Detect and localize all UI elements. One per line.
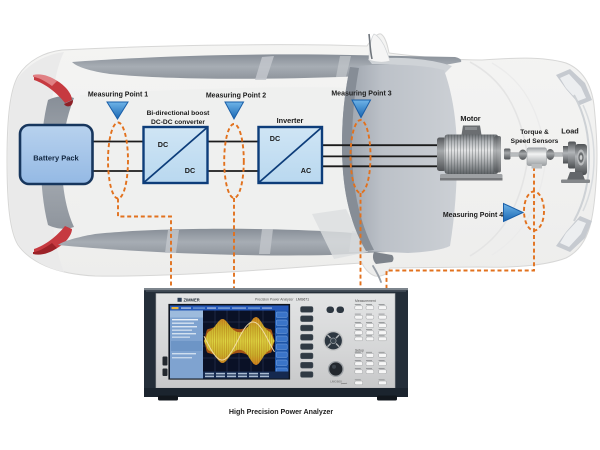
svg-text:Battery Pack: Battery Pack	[33, 154, 79, 163]
svg-text:LMG600: LMG600	[330, 380, 342, 384]
svg-text:Precision Power Analyzer: Precision Power Analyzer	[255, 298, 294, 302]
svg-text:LMG671: LMG671	[296, 298, 309, 302]
svg-text:Measuring Point 3: Measuring Point 3	[331, 91, 391, 98]
svg-text:Setup: Setup	[355, 349, 364, 353]
svg-text:Bi-directional boost: Bi-directional boost	[147, 110, 211, 117]
svg-text:DC: DC	[158, 140, 168, 149]
svg-text:Measuring Point 2: Measuring Point 2	[206, 93, 266, 100]
svg-text:Torque &: Torque &	[520, 129, 549, 136]
svg-text:Measuring Point 4: Measuring Point 4	[443, 212, 503, 219]
svg-text:Measuring Point 1: Measuring Point 1	[88, 92, 148, 99]
svg-text:DC: DC	[185, 166, 195, 175]
svg-text:AC: AC	[301, 166, 311, 175]
svg-text:Motor: Motor	[460, 114, 480, 123]
svg-text:Measurement: Measurement	[355, 299, 376, 303]
svg-text:ZIMMER: ZIMMER	[184, 298, 200, 303]
svg-text:DC: DC	[270, 134, 280, 143]
svg-text:Inverter: Inverter	[277, 116, 304, 125]
svg-text:Speed Sensors: Speed Sensors	[511, 138, 559, 145]
svg-text:Load: Load	[561, 127, 578, 136]
svg-text:High Precision Power Analyzer: High Precision Power Analyzer	[229, 408, 333, 416]
svg-text:DC-DC converter: DC-DC converter	[151, 119, 205, 126]
